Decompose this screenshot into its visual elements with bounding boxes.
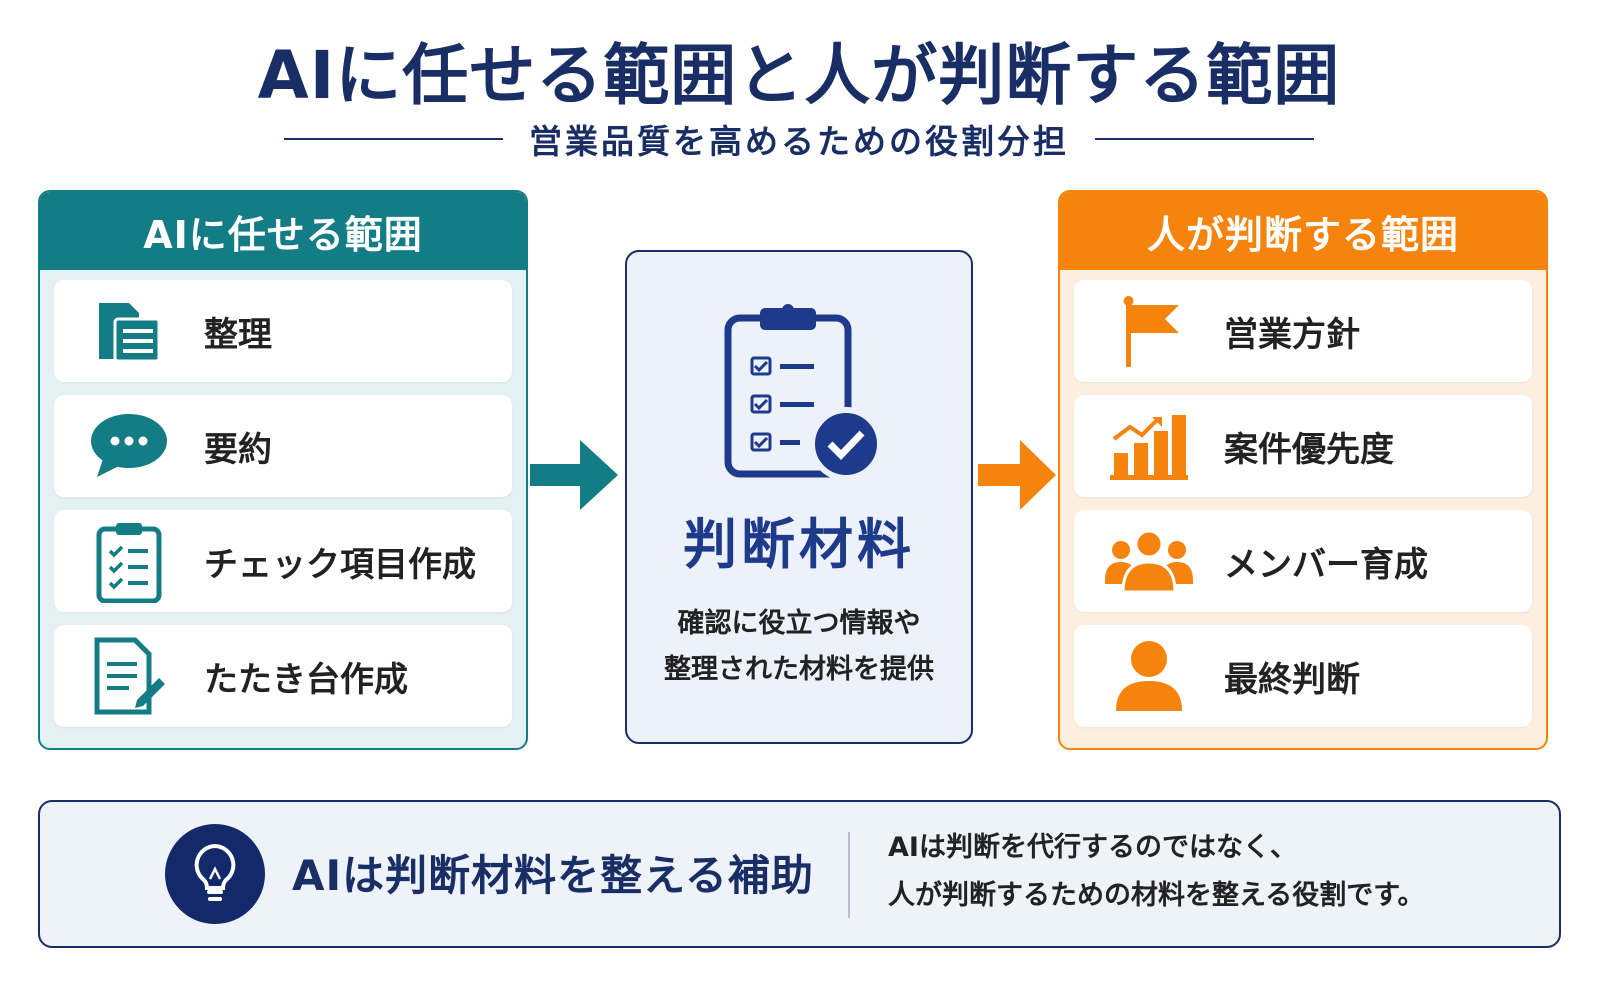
banner-title: AIは判断材料を整える補助 — [292, 851, 814, 900]
ai-panel: AIに任せる範囲 整理 — [38, 190, 528, 750]
subtitle-row: 営業品質を高めるための役割分担 — [284, 114, 1314, 164]
center-desc-line: 整理された材料を提供 — [664, 654, 934, 685]
human-item-final-decision: 最終判断 — [1074, 625, 1532, 727]
clipboard-checklist-icon — [54, 519, 204, 603]
center-title: 判断材料 — [683, 513, 915, 576]
ai-item-label: チェック項目作成 — [204, 544, 476, 585]
human-item-label: 案件優先度 — [1224, 429, 1394, 470]
ai-panel-header: AIに任せる範囲 — [40, 192, 526, 270]
decision-material-card: 判断材料 確認に役立つ情報や 整理された材料を提供 — [625, 250, 973, 744]
human-item-priority: 案件優先度 — [1074, 395, 1532, 497]
bar-chart-icon — [1074, 411, 1224, 481]
right-arrow-icon — [530, 440, 618, 510]
ai-item-summary: 要約 — [54, 395, 512, 497]
right-arrow-icon — [978, 440, 1056, 510]
subtitle-line-left — [284, 138, 503, 140]
ai-item-organize: 整理 — [54, 280, 512, 382]
ai-item-label: たたき台作成 — [204, 659, 408, 700]
banner-text: AIは判断を代行するのではなく、 人が判断するための材料を整える役割です。 — [888, 824, 1425, 920]
document-pencil-icon — [54, 636, 204, 716]
team-icon — [1074, 528, 1224, 594]
clipboard-check-icon — [714, 302, 884, 486]
banner-text-line: 人が判断するための材料を整える役割です。 — [888, 880, 1425, 911]
human-panel: 人が判断する範囲 営業方針 — [1058, 190, 1548, 750]
page-subtitle: 営業品質を高めるための役割分担 — [529, 122, 1069, 161]
human-item-member-growth: メンバー育成 — [1074, 510, 1532, 612]
banner-divider — [848, 832, 850, 918]
person-icon — [1074, 639, 1224, 713]
ai-item-checklist: チェック項目作成 — [54, 510, 512, 612]
center-desc-line: 確認に役立つ情報や — [677, 608, 921, 639]
human-item-policy: 営業方針 — [1074, 280, 1532, 382]
ai-item-label: 整理 — [204, 314, 272, 355]
ai-item-label: 要約 — [204, 429, 272, 470]
summary-banner: AIは判断材料を整える補助 AIは判断を代行するのではなく、 人が判断するための… — [38, 800, 1561, 948]
speech-bubble-icon — [54, 411, 204, 481]
center-description: 確認に役立つ情報や 整理された材料を提供 — [664, 601, 934, 693]
human-item-label: 営業方針 — [1224, 314, 1360, 355]
flag-icon — [1074, 293, 1224, 369]
human-panel-header: 人が判断する範囲 — [1060, 192, 1546, 270]
banner-text-line: AIは判断を代行するのではなく、 — [888, 832, 1297, 863]
ai-item-draft: たたき台作成 — [54, 625, 512, 727]
page-title: AIに任せる範囲と人が判断する範囲 — [257, 37, 1341, 114]
folder-document-icon — [54, 295, 204, 367]
human-item-label: メンバー育成 — [1224, 544, 1428, 585]
lightbulb-icon — [165, 824, 265, 924]
human-item-label: 最終判断 — [1224, 659, 1360, 700]
subtitle-line-right — [1095, 138, 1314, 140]
